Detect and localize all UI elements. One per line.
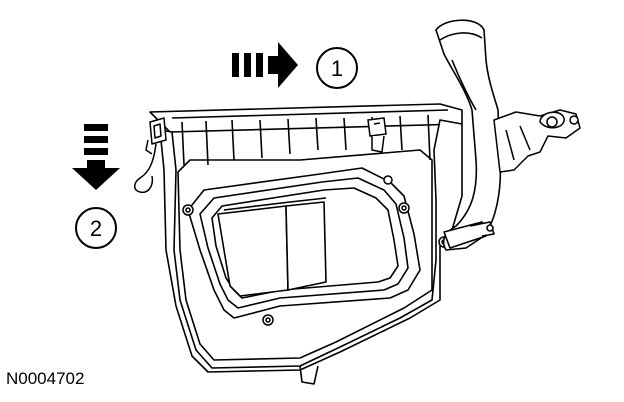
duct-hose [435, 19, 502, 251]
callout-1: 1 [316, 47, 358, 89]
reference-code: N0004702 [6, 369, 84, 388]
direction-arrow-right-icon [232, 42, 298, 88]
callout-2: 2 [75, 207, 117, 249]
sensor-connector [367, 117, 387, 153]
electrical-connector [134, 117, 167, 194]
callout-2-label: 2 [90, 216, 102, 241]
callout-1-label: 1 [331, 56, 343, 81]
mounting-bracket [493, 109, 581, 173]
filter-door-panel [187, 167, 421, 319]
direction-arrow-down-icon [72, 124, 120, 190]
